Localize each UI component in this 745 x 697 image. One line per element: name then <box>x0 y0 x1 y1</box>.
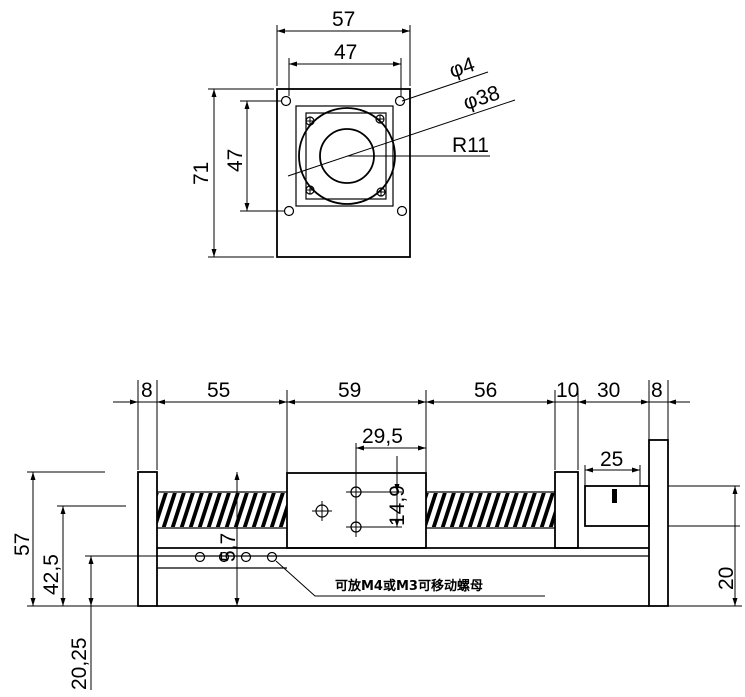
nut-hole-3 <box>240 551 252 563</box>
dim-height-outer: 71 <box>190 162 213 185</box>
dim-seg6: 30 <box>597 379 620 402</box>
dim-bore-dia: φ38 <box>460 81 502 114</box>
nut-hole-4 <box>266 551 278 563</box>
dim-height-inner: 47 <box>224 149 247 172</box>
dim-width-inner: 47 <box>334 41 357 64</box>
nut-hole-1 <box>194 551 206 563</box>
dim-radius: R11 <box>452 134 489 157</box>
motor-end-plate <box>648 439 669 607</box>
dim-seg1: 8 <box>141 379 153 402</box>
dim-width-outer: 57 <box>332 8 355 31</box>
mount-hole-br <box>396 205 408 217</box>
motor-coupler <box>584 485 650 527</box>
dim-seg5: 10 <box>556 379 579 402</box>
lead-screw-right <box>426 493 555 527</box>
dim-height-mid: 42,5 <box>40 554 63 595</box>
dim-seg4: 56 <box>474 379 497 402</box>
nut-hole-2 <box>218 551 230 563</box>
coupler-slot <box>612 489 617 503</box>
dim-seg3: 59 <box>338 379 361 402</box>
top-view: 57 47 71 47 φ4 φ38 R11 <box>190 8 516 258</box>
dim-rail-height: 5,7 <box>217 533 240 562</box>
dim-height-low: 20,25 <box>68 637 91 690</box>
left-end-block <box>137 471 158 607</box>
note-leader <box>275 560 545 597</box>
dim-height-total: 57 <box>11 533 34 556</box>
dim-seg7: 8 <box>651 379 663 402</box>
dim-carriage-holes: 14,9 <box>386 485 409 526</box>
lead-screw-left <box>157 493 287 527</box>
dim-carriage-half: 29,5 <box>362 425 403 448</box>
dim-motor-width: 25 <box>600 448 623 471</box>
end-plate-outline <box>276 88 411 258</box>
right-bearing-block <box>554 471 579 549</box>
dim-shaft-height: 20 <box>715 567 738 590</box>
mount-hole-tl <box>280 95 292 107</box>
mount-hole-bl <box>283 205 295 217</box>
dim-hole-dia: φ4 <box>446 53 477 83</box>
mount-hole-tr <box>394 95 406 107</box>
dim-seg2: 55 <box>207 379 230 402</box>
note-movable-nut: 可放M4或M3可移动螺母 <box>335 578 483 594</box>
side-view: 8 55 59 56 10 30 8 <box>11 379 742 690</box>
